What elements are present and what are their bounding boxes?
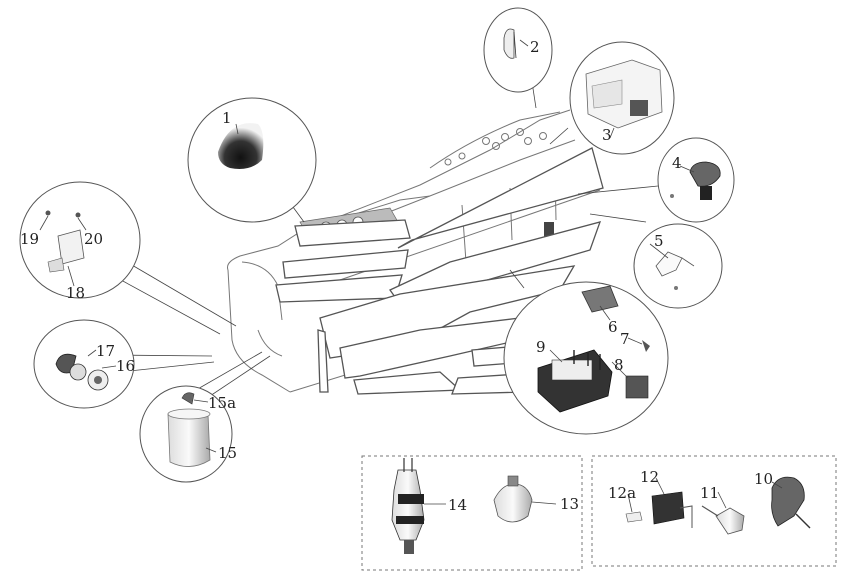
sensor-part-14 [391,469,425,541]
label-8: 8 [614,356,624,374]
label-4: 4 [672,154,682,172]
connector-part-6 [581,285,619,313]
switch-part-13 [493,483,533,523]
label-12: 12 [640,468,659,486]
label-10: 10 [754,470,773,488]
plate-part-18 [57,229,85,265]
callout-circle-1 [187,97,317,223]
label-18: 18 [66,284,85,302]
label-20: 20 [84,230,103,248]
fastener-part-20 [75,212,81,218]
label-6: 6 [608,318,618,336]
label-19: 19 [20,230,39,248]
bracket-part [655,251,683,277]
callout-circle-18-20 [19,181,141,299]
label-5: 5 [654,232,664,250]
pin-part-7 [642,340,650,352]
label-9: 9 [536,338,546,356]
lamp-part [689,161,721,187]
clamp-part-15a [181,392,195,405]
label-1: 1 [222,109,232,127]
sensor-part-11 [715,507,745,535]
callout-circle-2 [483,7,553,93]
callout-leaders [109,81,659,405]
callout-circle-5 [633,223,723,309]
label-15a: 15a [208,394,236,412]
label-17: 17 [96,342,115,360]
antenna-part [503,28,515,59]
callout-circle-15 [139,385,233,483]
callout-circle-16-17 [33,319,135,409]
label-15: 15 [218,444,237,462]
callout-labels: 1 2 3 4 5 6 7 8 9 10 11 12 12a 13 14 15 … [20,38,773,514]
dashed-box-right [591,455,837,567]
label-leaders [39,39,783,513]
label-16: 16 [116,357,135,375]
panel-outlines [275,147,604,395]
lamp-part-10 [771,476,805,527]
module-part-12 [651,491,685,525]
label-14: 14 [448,496,467,514]
dashed-box-left [361,455,583,571]
fastener-part-19 [45,210,51,216]
label-13: 13 [560,495,579,513]
callout-circle-4 [657,137,735,223]
filter-part-15 [167,413,211,467]
clip-part-12a [625,511,643,523]
label-12a: 12a [608,484,636,502]
label-2: 2 [530,38,540,56]
dome-light-part [218,123,264,169]
label-11: 11 [700,484,719,502]
relay-part-8 [625,375,649,399]
label-7: 7 [620,330,630,348]
label-3: 3 [602,126,612,144]
callout-circle-relays [503,281,669,435]
callout-circle-3 [569,41,675,155]
